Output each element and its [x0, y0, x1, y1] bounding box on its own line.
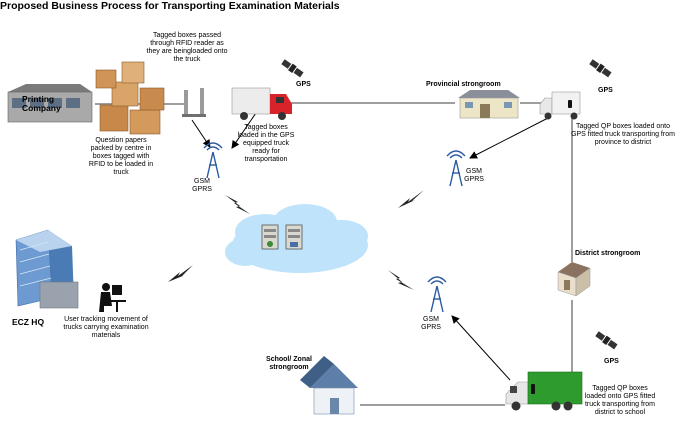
user-computer-icon [99, 283, 126, 312]
arrow-truck1-to-tower1 [231, 109, 259, 149]
boxes-icon [95, 61, 165, 135]
truck1-note: Tagged boxes loaded in the GPS equipped … [237, 124, 295, 163]
school-strongroom-icon [300, 356, 358, 415]
truck-icon-2 [539, 91, 581, 120]
satellite-icon-1 [281, 59, 304, 78]
truck2-note: Tagged QP boxes loaded onto GPS fitted t… [571, 123, 675, 146]
arrow-reader-to-tower1 [191, 119, 211, 148]
server-icon-1 [261, 224, 279, 250]
server-icon-2 [285, 224, 303, 250]
ecz-hq-building-icon [15, 229, 79, 309]
gps-label-1: GPS [296, 81, 311, 88]
district-strongroom-label: District strongroom [575, 250, 641, 257]
gsm-tower-icon-1 [203, 142, 223, 179]
provincial-strongroom-icon [458, 90, 520, 119]
gsm-label-3: GSM GPRS [421, 316, 441, 331]
user-note: User tracking movement of trucks carryin… [63, 316, 149, 339]
gps-label-2: GPS [598, 87, 613, 94]
arrow-truck2-to-tower2 [469, 117, 549, 159]
gsm-label-1: GSM GPRS [192, 178, 212, 193]
diagram-title: Proposed Business Process for Transporti… [0, 0, 340, 12]
district-strongroom-icon [557, 262, 591, 297]
gsm-tower-icon-2 [446, 150, 466, 187]
ecz-hq-label: ECZ HQ [11, 317, 45, 327]
truck-icon-1 [231, 87, 292, 120]
rfid-note: Tagged boxes passed through RFID reader … [146, 32, 228, 63]
lightning-bolts [168, 190, 424, 290]
truck3-note: Tagged QP boxes loaded onto GPS fitted t… [584, 385, 656, 416]
lightning-icon-1 [225, 195, 250, 214]
gsm-label-2: GSM GPRS [464, 168, 484, 183]
boxes-note: Question papers packed by centre in boxe… [88, 137, 154, 176]
arrow-truck3-to-tower3 [451, 315, 511, 381]
gps-label-3: GPS [604, 358, 619, 365]
lightning-icon-2 [398, 190, 424, 208]
printing-company-building-icon [7, 84, 93, 123]
school-strongroom-label: School/ Zonal strongroom [266, 356, 312, 371]
printing-company-label: Printing Company [22, 94, 61, 113]
satellite-icon-3 [595, 331, 618, 350]
gsm-tower-icon-3 [427, 276, 447, 313]
rfid-reader-icon [182, 88, 206, 117]
satellite-icon-2 [589, 59, 612, 78]
provincial-strongroom-label: Provincial strongroom [426, 81, 501, 88]
lightning-icon-3 [168, 265, 193, 282]
truck-icon-3 [505, 371, 583, 411]
lightning-icon-4 [388, 270, 414, 290]
